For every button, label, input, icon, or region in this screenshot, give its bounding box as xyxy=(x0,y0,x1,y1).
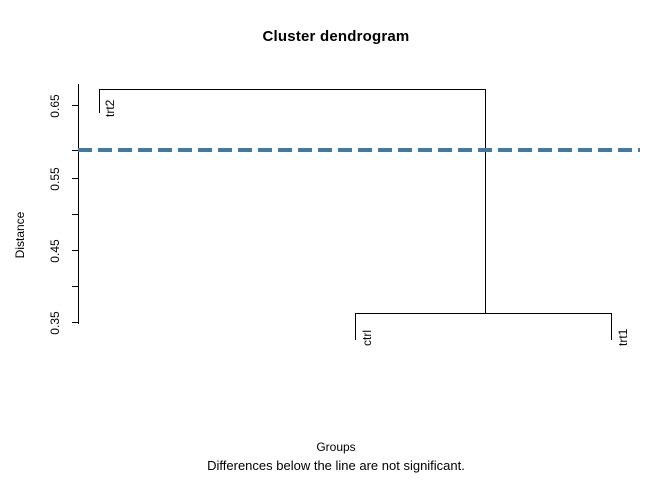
merge-root-bar xyxy=(99,89,486,90)
y-tick-0 xyxy=(72,105,78,106)
leaf-stem-trt1 xyxy=(611,313,612,340)
merge-ctrl-trt1-bar xyxy=(355,313,612,314)
y-tick-3 xyxy=(72,214,78,215)
leaf-stem-ctrl xyxy=(355,313,356,340)
y-tick-4 xyxy=(72,250,78,251)
merge-root-stem xyxy=(485,89,486,314)
y-tick-1 xyxy=(72,150,78,151)
y-axis-line xyxy=(78,84,79,324)
y-axis-title: Distance xyxy=(13,211,27,259)
y-tick-6 xyxy=(72,322,78,323)
y-tick-label-0.65: 0.65 xyxy=(48,94,62,118)
y-tick-2 xyxy=(72,178,78,179)
chart-subtitle: Differences below the line are not signi… xyxy=(207,458,465,473)
leaf-label-trt2: trt2 xyxy=(103,99,117,117)
significance-cut-line xyxy=(78,148,640,152)
y-tick-label-0.35: 0.35 xyxy=(48,311,62,335)
leaf-stem-trt2 xyxy=(99,89,100,113)
leaf-label-trt1: trt1 xyxy=(616,328,630,346)
x-axis-title: Groups xyxy=(316,440,356,454)
leaf-label-ctrl: ctrl xyxy=(360,330,374,346)
y-tick-label-0.55: 0.55 xyxy=(48,167,62,191)
chart-title: Cluster dendrogram xyxy=(262,28,410,45)
y-tick-label-0.45: 0.45 xyxy=(48,239,62,263)
y-tick-5 xyxy=(72,286,78,287)
